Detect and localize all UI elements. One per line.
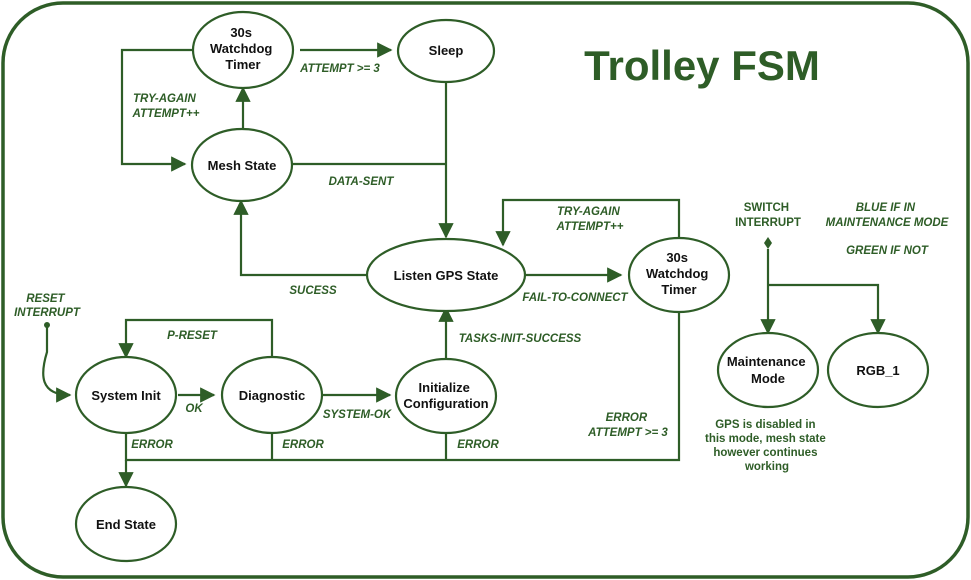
svg-text:SWITCH INTERRUPT: SWITCH INTERRUPT [735,202,801,229]
label-try-again-right-1: TRY-AGAIN [557,206,621,218]
label-data-sent: DATA-SENT [329,176,395,188]
edge-errors-bus [124,312,681,462]
state-watchdog-right-line1: 30s [666,250,688,265]
svg-text:GPS is disabled in this mo: GPS is disabled in this mode, mesh state… [705,419,829,473]
label-try-again-top-1: TRY-AGAIN [133,93,197,105]
diagram-title: Trolley FSM [584,42,820,89]
label-try-again-top-2: ATTEMPT++ [132,108,200,120]
svg-text:Maintenance Mode: Maintenance Mode [727,354,809,386]
edge-diagnostic-to-init [118,318,274,359]
state-maintenance-line1: Maintenance [727,354,806,369]
label-error-2: ERROR [282,439,324,451]
state-mesh-label: Mesh State [208,158,277,173]
state-watchdog-top-line1: 30s [230,25,252,40]
label-error-attempt-2: ATTEMPT >= 3 [587,427,668,439]
svg-text:RESET INTERRUPT: RESET INTERRUPT [14,293,81,319]
state-init-config-line1: Initialize [419,380,470,395]
state-watchdog-top-line2: Watchdog [210,41,272,56]
label-reset-interrupt-2: INTERRUPT [14,307,81,319]
label-sucess: SUCESS [289,285,337,297]
switch-interrupt-diamond [764,237,772,249]
state-init-config-line2: Configuration [403,396,488,411]
state-watchdog-top [191,10,295,90]
state-rgb-label: RGB_1 [856,363,899,378]
label-switch-interrupt-2: INTERRUPT [735,217,801,229]
state-listen-gps-label: Listen GPS State [394,268,499,283]
label-try-again-right-2: ATTEMPT++ [556,221,624,233]
note-green-if-not: GREEN IF NOT [846,245,929,257]
note-blue-if-2: MAINTENANCE MODE [826,217,949,229]
state-watchdog-top-line3: Timer [225,57,260,72]
svg-text:TRY-AGAIN ATTEMPT++: TRY-AGAIN ATTEMPT++ [556,206,624,233]
state-maintenance [716,331,820,409]
state-mesh [190,127,294,203]
state-end-label: End State [96,517,156,532]
note-gps-disabled-1: GPS is disabled in [715,419,815,431]
state-watchdog-right [627,236,731,314]
state-system-init-label: System Init [91,388,161,403]
edge-listen-to-mesh [233,199,368,277]
note-gps-disabled-2: this mode, mesh state [705,433,826,445]
state-end [74,485,178,563]
label-reset-interrupt-1: RESET [26,293,65,305]
label-ok: OK [185,403,203,415]
label-error-3: ERROR [457,439,499,451]
edge-watchdog-to-mesh [120,48,193,172]
note-blue-if-1: BLUE IF IN [856,202,916,214]
state-rgb [826,331,930,409]
svg-text:BLUE IF IN MAINTENANCE MOD: BLUE IF IN MAINTENANCE MODE [826,202,949,229]
edge-watchdog-right-to-listen [495,198,681,247]
edge-reset-to-init [42,325,72,403]
label-p-reset: P-RESET [167,330,218,342]
svg-text:Initialize Configuration: Initialize Configuration [403,380,488,411]
state-watchdog-right-line2: Watchdog [646,266,708,281]
state-sleep-label: Sleep [429,43,464,58]
label-fail-to-connect: FAIL-TO-CONNECT [522,292,628,304]
state-watchdog-right-line3: Timer [661,282,696,297]
svg-text:TRY-AGAIN ATTEMPT++: TRY-AGAIN ATTEMPT++ [132,93,200,120]
label-switch-interrupt-1: SWITCH [744,202,789,214]
note-gps-disabled-3: however continues [713,447,817,459]
label-attempt-ge-3: ATTEMPT >= 3 [299,63,380,75]
state-maintenance-line2: Mode [751,371,785,386]
edge-switch-to-rgb [768,283,886,335]
svg-text:30s Watchdog Timer: 30s Watchdog Timer [210,25,276,72]
label-tasks-init-success: TASKS-INIT-SUCCESS [459,333,582,345]
state-diagnostic [220,355,324,435]
svg-text:30s Watchdog Timer: 30s Watchdog Timer [646,250,712,297]
note-gps-disabled-4: working [744,461,789,473]
label-error-attempt-1: ERROR [606,412,648,424]
state-init-config [394,357,498,435]
state-sleep [396,18,496,84]
state-system-init [74,355,178,435]
label-system-ok: SYSTEM-OK [323,409,392,421]
state-diagnostic-label: Diagnostic [239,388,305,403]
state-listen-gps [365,237,527,313]
svg-text:ERROR ATTEMPT >= 3: ERROR ATTEMPT >= 3 [587,412,668,439]
label-error-1: ERROR [131,439,173,451]
